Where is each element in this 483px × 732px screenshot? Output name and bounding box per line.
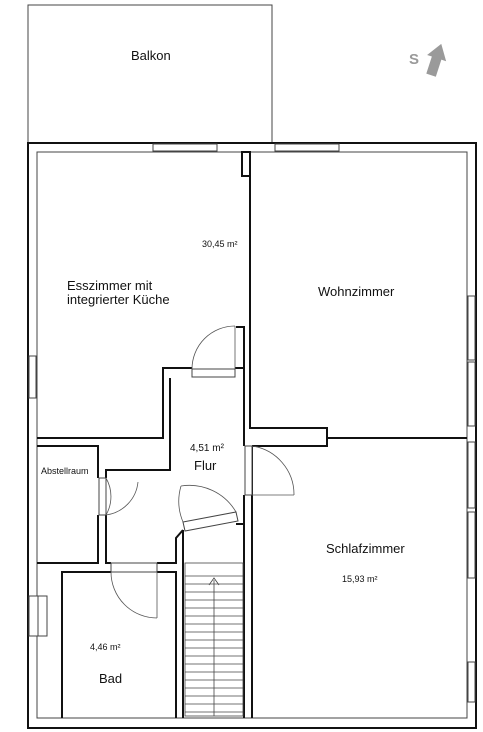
label-flur: Flur [194,458,217,473]
door-bad[interactable] [110,562,158,573]
compass: S [409,43,447,77]
window-wohnzimmer-2 [467,361,476,427]
door-abstellraum[interactable] [98,477,107,516]
balcony-outline [27,4,273,144]
label-balkon: Balkon [131,48,171,63]
window-balkon-right [274,143,340,152]
wall-abstellraum [37,445,99,478]
wall-esszimmer [37,367,192,439]
wall-flur [105,378,171,478]
outer-wall [27,142,477,729]
label-wohnzimmer: Wohnzimmer [318,284,395,299]
label-esszimmer-2: integrierter Küche [67,292,170,307]
window-wohnzimmer-1 [467,295,476,361]
wall-wohnzimmer [249,152,328,438]
door-schlafzimmer[interactable] [244,445,253,496]
window-schlafzimmer-2 [467,511,476,579]
window-balkon-left [152,143,218,152]
door-esszimmer-flur[interactable] [191,368,236,378]
label-abstellraum: Abstellraum [41,466,89,476]
window-esszimmer [28,355,37,399]
area-esszimmer: 30,45 m² [202,239,238,249]
area-flur: 4,51 m² [190,443,225,454]
staircase [184,562,244,717]
door-stair[interactable] [178,484,239,532]
wall-column [241,151,251,177]
label-bad: Bad [99,671,122,686]
north-arrow-icon [426,43,447,77]
compass-label: S [409,51,419,68]
window-schlafzimmer-3 [467,661,476,703]
wall-bad [61,571,111,718]
window-schlafzimmer-1 [467,441,476,509]
label-esszimmer-1: Esszimmer mit [67,278,153,293]
label-schlafzimmer: Schlafzimmer [326,541,405,556]
area-bad: 4,46 m² [90,642,121,652]
area-schlafzimmer: 15,93 m² [342,574,378,584]
